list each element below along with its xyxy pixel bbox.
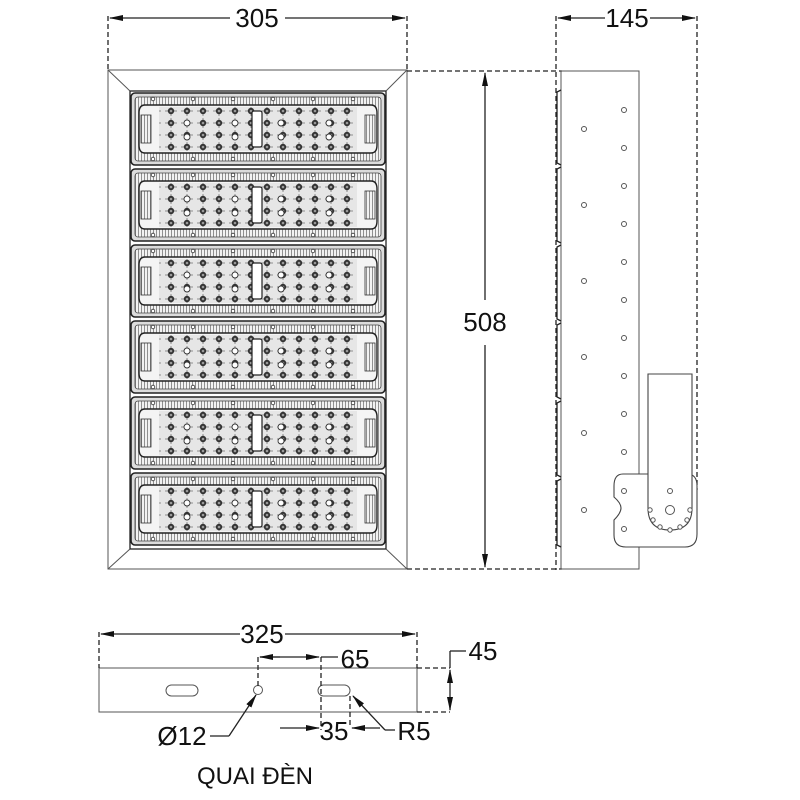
front-view: 305 508 (107, 3, 562, 570)
led-module-5 (130, 396, 386, 470)
hole-diameter-label: Ø12 (157, 721, 206, 751)
center-hole (253, 685, 263, 695)
radius-callout: R5 (352, 695, 431, 746)
height-label: 508 (463, 307, 506, 337)
offset-label: 65 (341, 644, 370, 674)
radius-label: R5 (397, 716, 430, 746)
bracket-title: QUAI ĐÈN (197, 763, 313, 790)
housing-side (560, 70, 640, 570)
led-module-2 (130, 168, 386, 242)
inner-frame (129, 90, 387, 550)
bracket-view: 325 65 45 35 (98, 619, 498, 790)
offset-dimension: 65 (257, 644, 370, 730)
slot-length-label: 35 (320, 716, 349, 746)
outer-frame (107, 69, 408, 570)
led-module-3 (130, 244, 386, 318)
led-module-6 (130, 472, 386, 546)
width-label: 305 (235, 3, 278, 33)
side-screw-holes (581, 107, 627, 532)
led-modules (130, 92, 386, 546)
length-dimension: 325 (98, 619, 418, 668)
module-edges (556, 89, 562, 548)
width-dimension: 305 (107, 3, 408, 70)
length-label: 325 (240, 619, 283, 649)
mounting-bracket (613, 373, 698, 548)
height-dimension: 508 (407, 70, 562, 570)
side-view: 145 (555, 3, 698, 570)
depth-dimension: 145 (555, 3, 698, 570)
led-module-1 (130, 92, 386, 166)
slot-right (317, 684, 351, 697)
bracket-height-dimension: 45 (417, 636, 498, 713)
hole-diameter-callout: Ø12 (157, 694, 257, 751)
slot-length-dimension: 35 (280, 696, 380, 746)
depth-label: 145 (605, 3, 648, 33)
bracket-height-label: 45 (469, 636, 498, 666)
slot-left (165, 684, 199, 697)
led-module-4 (130, 320, 386, 394)
